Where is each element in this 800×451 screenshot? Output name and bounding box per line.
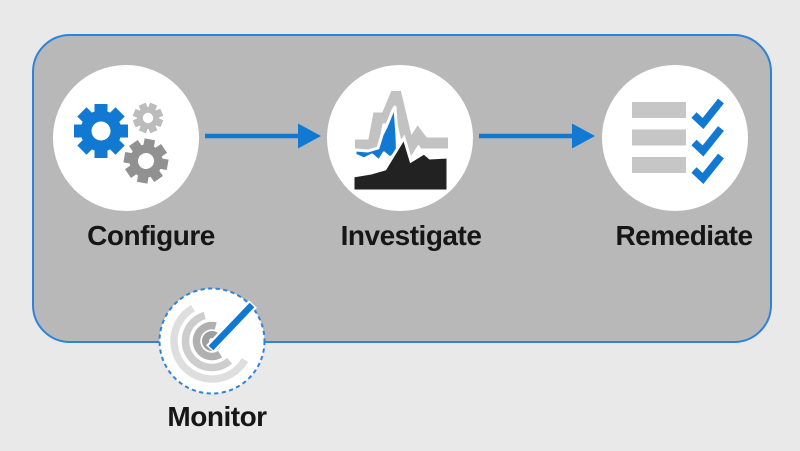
checkmark-icon [691, 98, 724, 185]
step-label-monitor: Monitor [167, 401, 267, 432]
step-label-configure: Configure [87, 220, 215, 251]
step-label-investigate: Investigate [340, 220, 482, 251]
checklist-icon [632, 98, 724, 185]
step-node-remediate [602, 65, 748, 211]
area-chart-icon [352, 91, 448, 191]
gears-icon [74, 102, 169, 184]
step-node-monitor [156, 285, 268, 397]
gauge-needle [208, 302, 255, 351]
step-label-remediate: Remediate [615, 220, 753, 251]
radar-gauge-icon [158, 287, 266, 395]
step-node-investigate [327, 65, 473, 211]
step-node-configure [53, 65, 199, 211]
